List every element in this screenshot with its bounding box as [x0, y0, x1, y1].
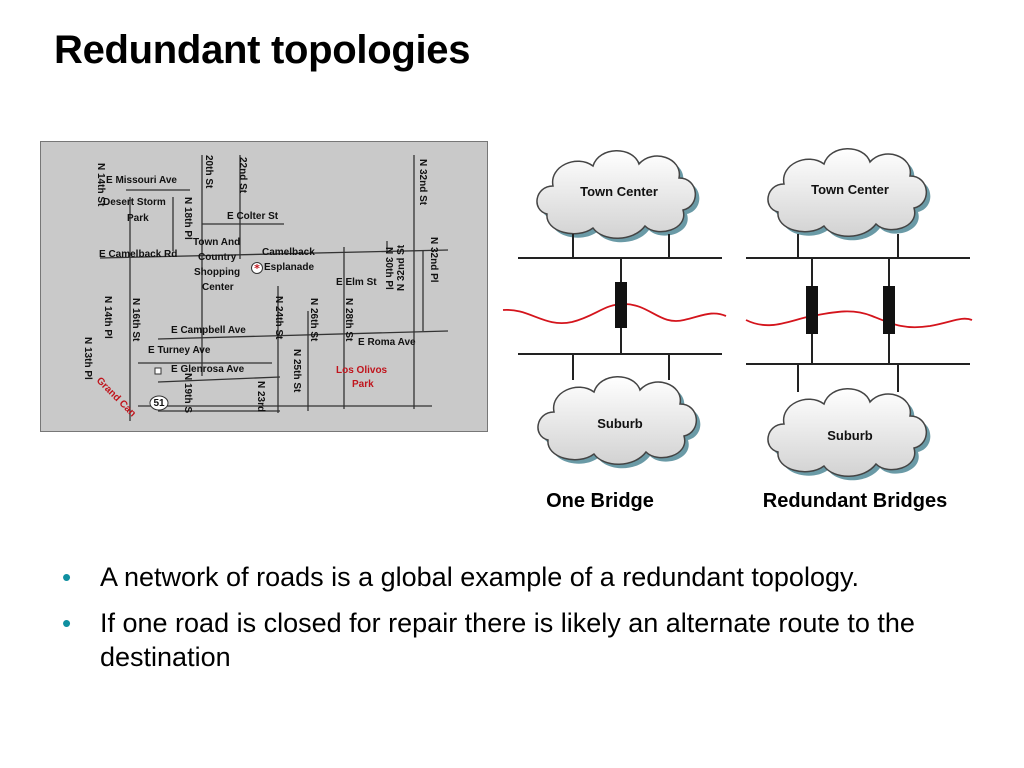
label-camelback-esp-1: Camelback — [262, 247, 315, 258]
label-n-32nd-st: N 32nd St — [417, 159, 428, 206]
redundant-bottom-cloud-label: Suburb — [827, 428, 873, 443]
label-n-26th-st: N 26th St — [308, 298, 319, 342]
label-los-olivos-2: Park — [352, 379, 374, 390]
label-22nd-st: 22nd St — [237, 157, 248, 194]
label-e-camelback: E Camelback Rd — [99, 249, 177, 260]
street-map: E Missouri Ave Desert Storm Park E Camel… — [40, 141, 488, 432]
cloud-icon: Town Center — [536, 150, 700, 243]
cloud-icon: Suburb — [537, 376, 701, 469]
label-desert-storm-1: Desert Storm — [103, 197, 166, 208]
route-51-label: 51 — [153, 398, 165, 409]
redundant-bridges-diagram: Town Center Suburb Redundant Bridges — [745, 148, 973, 512]
label-n-13th-pl: N 13th Pl — [82, 337, 93, 380]
label-town-and-1: Town And — [193, 237, 240, 248]
label-n-25th-st: N 25th St — [291, 349, 302, 393]
star-icon: * — [251, 262, 263, 275]
bullet-icon: • — [62, 562, 72, 592]
bridge-marker — [883, 286, 895, 334]
label-n-32nd-st-upside: N 32nd St — [396, 244, 407, 291]
one-bridge-diagram: Town Center Suburb One Bridge — [502, 150, 727, 512]
slide-title: Redundant topologies — [54, 28, 471, 72]
label-town-and-3: Shopping — [194, 267, 240, 278]
label-e-turney: E Turney Ave — [148, 345, 211, 356]
label-n-28th-st: N 28th St — [343, 298, 354, 342]
label-n-16th-st: N 16th St — [130, 298, 141, 342]
bullet-item: • A network of roads is a global example… — [62, 560, 992, 594]
label-n-14th-pl: N 14th Pl — [102, 296, 113, 339]
bridge-marker — [806, 286, 818, 334]
label-e-colter: E Colter St — [227, 211, 279, 222]
one-bridge-caption: One Bridge — [546, 490, 654, 512]
bullet-icon: • — [62, 608, 72, 638]
label-n-32nd-pl: N 32nd Pl — [428, 237, 439, 283]
label-n-30th-pl: N 30th Pl — [383, 247, 394, 290]
river-line — [502, 303, 727, 325]
redundant-bridges-caption: Redundant Bridges — [763, 490, 947, 512]
label-e-glenrosa: E Glenrosa Ave — [171, 364, 245, 375]
river-line — [745, 310, 973, 329]
cloud-icon: Suburb — [767, 388, 931, 481]
map-square-marker — [154, 367, 162, 375]
route-shield-icon: 51 — [149, 395, 169, 411]
label-n-24th-st: N 24th St — [273, 296, 284, 340]
label-town-and-4: Center — [202, 282, 234, 293]
label-20th-st: 20th St — [203, 155, 214, 189]
cloud-icon: Town Center — [767, 148, 931, 241]
bridge-marker — [615, 282, 627, 328]
bullet-list: • A network of roads is a global example… — [62, 560, 992, 686]
bridge-diagram: Town Center Suburb One Bridge Town Cente… — [502, 148, 973, 512]
label-e-missouri: E Missouri Ave — [106, 175, 177, 186]
label-n-19th-s: N 19th S — [182, 373, 193, 413]
label-n-23rd: N 23rd — [255, 381, 266, 412]
label-n-18th-pl: N 18th Pl — [182, 197, 193, 240]
map-roads — [99, 155, 449, 421]
label-los-olivos-1: Los Olivos — [336, 365, 388, 376]
label-e-roma: E Roma Ave — [358, 337, 416, 348]
svg-text:*: * — [254, 262, 260, 275]
label-e-elm: E Elm St — [336, 277, 377, 288]
label-camelback-esp-2: Esplanade — [264, 262, 314, 273]
label-n-14th-st: N 14th St — [95, 163, 106, 207]
label-town-and-2: Country — [198, 252, 237, 263]
label-e-campbell: E Campbell Ave — [171, 325, 246, 336]
bullet-item: • If one road is closed for repair there… — [62, 606, 992, 674]
bullet-text: If one road is closed for repair there i… — [100, 608, 915, 672]
redundant-top-cloud-label: Town Center — [811, 182, 889, 197]
one-bridge-top-cloud-label: Town Center — [580, 184, 658, 199]
bullet-text: A network of roads is a global example o… — [100, 562, 859, 592]
one-bridge-bottom-cloud-label: Suburb — [597, 416, 643, 431]
label-desert-storm-2: Park — [127, 213, 149, 224]
